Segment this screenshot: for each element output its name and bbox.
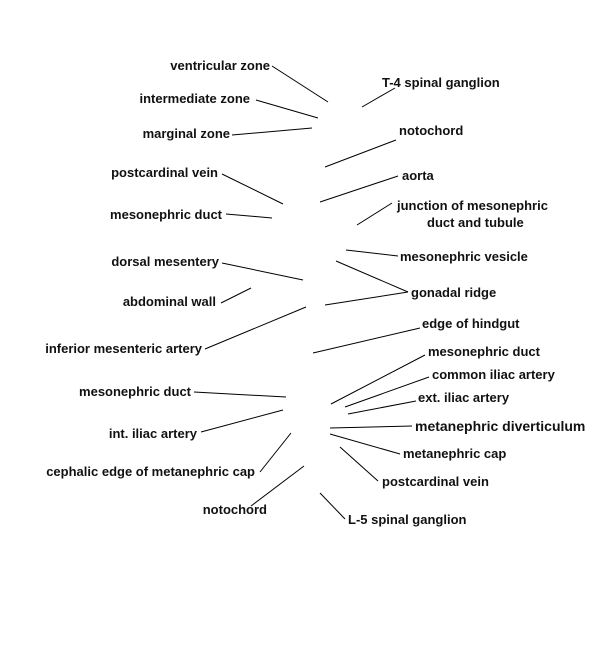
leader-notochord-top	[324, 139, 397, 168]
leader-mesonephric-vesicle	[345, 249, 399, 257]
leader-l5-spinal-ganglion	[319, 492, 346, 520]
leader-dorsal-mesentery	[221, 262, 304, 281]
leader-notochord-bottom	[250, 465, 305, 507]
label-aorta: aorta	[402, 168, 435, 183]
leader-ventricular-zone	[271, 65, 329, 103]
label-mesonephric-vesicle: mesonephric vesicle	[400, 249, 528, 264]
label-metanephric-cap: metanephric cap	[403, 446, 506, 461]
label-notochord-bottom: notochord	[203, 502, 267, 517]
label-inferior-mesenteric-artery: inferior mesenteric artery	[45, 341, 203, 356]
leader-t4-spinal-ganglion	[361, 87, 396, 108]
label-mesonephric-duct-upper: mesonephric duct	[110, 207, 223, 222]
leader-ext-iliac-artery	[347, 400, 417, 415]
labels-right: T-4 spinal ganglion notochord aorta junc…	[348, 75, 585, 527]
label-junction-line1: junction of mesonephric	[396, 198, 548, 213]
label-int-iliac-artery: int. iliac artery	[109, 426, 198, 441]
leader-intermediate-zone	[255, 99, 319, 119]
label-mesonephric-duct-right: mesonephric duct	[428, 344, 541, 359]
label-dorsal-mesentery: dorsal mesentery	[111, 254, 219, 269]
label-common-iliac-artery: common iliac artery	[432, 367, 556, 382]
label-postcardinal-vein-left: postcardinal vein	[111, 165, 218, 180]
label-intermediate-zone: intermediate zone	[139, 91, 250, 106]
label-t4-spinal-ganglion: T-4 spinal ganglion	[382, 75, 500, 90]
leader-marginal-zone	[231, 127, 313, 136]
label-cephalic-edge-metanephric-cap: cephalic edge of metanephric cap	[46, 464, 255, 479]
leader-mesonephric-duct-right	[330, 354, 426, 405]
leader-inferior-mesenteric-artery	[204, 306, 307, 350]
label-postcardinal-vein-right: postcardinal vein	[382, 474, 489, 489]
label-junction-line2: duct and tubule	[427, 215, 524, 230]
leader-metanephric-cap	[329, 433, 401, 455]
leader-postcardinal-vein-left	[221, 173, 284, 205]
leader-mesonephric-duct-upper	[225, 213, 273, 219]
leader-gonadal-ridge-a	[335, 260, 409, 293]
label-abdominal-wall: abdominal wall	[123, 294, 216, 309]
label-notochord-top: notochord	[399, 123, 463, 138]
label-marginal-zone: marginal zone	[143, 126, 230, 141]
leader-mesonephric-duct-left-lower	[193, 391, 287, 398]
leader-common-iliac-artery	[344, 376, 430, 408]
label-metanephric-diverticulum: metanephric diverticulum	[415, 418, 585, 434]
leader-gonadal-ridge-b	[324, 291, 409, 306]
leader-cephalic-edge	[259, 432, 292, 473]
label-gonadal-ridge: gonadal ridge	[411, 285, 496, 300]
label-ext-iliac-artery: ext. iliac artery	[418, 390, 510, 405]
label-mesonephric-duct-left-lower: mesonephric duct	[79, 384, 192, 399]
leader-edge-of-hindgut	[312, 327, 421, 354]
label-l5-spinal-ganglion: L-5 spinal ganglion	[348, 512, 467, 527]
leader-int-iliac-artery	[200, 409, 284, 433]
leader-aorta	[319, 175, 399, 203]
leader-abdominal-wall	[220, 287, 252, 304]
leader-lines	[193, 65, 430, 520]
leader-postcardinal-vein-right	[339, 446, 379, 482]
labels-left: ventricular zone intermediate zone margi…	[45, 58, 270, 517]
label-ventricular-zone: ventricular zone	[170, 58, 270, 73]
leader-junction	[356, 202, 393, 226]
leader-metanephric-diverticulum	[329, 425, 413, 429]
label-edge-of-hindgut: edge of hindgut	[422, 316, 520, 331]
